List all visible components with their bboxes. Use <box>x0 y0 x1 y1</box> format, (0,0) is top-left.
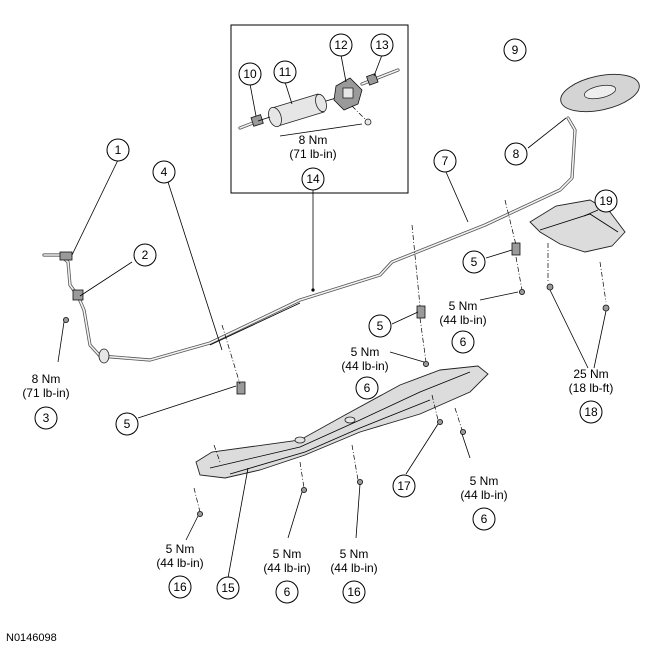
return-line <box>209 302 301 346</box>
svg-text:4: 4 <box>161 165 168 179</box>
svg-text:(44 lb-in): (44 lb-in) <box>156 556 203 570</box>
torque-label-14: 8 Nm (71 lb-in) <box>289 133 336 161</box>
svg-text:8 Nm: 8 Nm <box>32 372 61 386</box>
svg-text:15: 15 <box>221 581 235 595</box>
svg-text:8: 8 <box>513 147 520 161</box>
torque-label-18: 25 Nm (18 lb-ft) <box>569 367 614 395</box>
clip-right <box>511 242 521 256</box>
svg-text:(44 lb-in): (44 lb-in) <box>439 313 486 327</box>
svg-text:16: 16 <box>347 585 361 599</box>
torque-label-6b: 5 Nm (44 lb-in) <box>439 299 486 327</box>
callout-3: 3 <box>34 406 58 430</box>
svg-text:18: 18 <box>584 405 598 419</box>
svg-text:(44 lb-in): (44 lb-in) <box>263 561 310 575</box>
callout-5a: 5 <box>115 412 139 436</box>
svg-text:5 Nm: 5 Nm <box>351 345 380 359</box>
svg-text:5 Nm: 5 Nm <box>340 547 369 561</box>
svg-text:(44 lb-in): (44 lb-in) <box>341 359 388 373</box>
svg-text:9: 9 <box>512 43 519 57</box>
svg-text:1: 1 <box>115 143 122 157</box>
svg-text:(18 lb-ft): (18 lb-ft) <box>569 381 614 395</box>
fuel-filter <box>257 93 337 128</box>
svg-text:6: 6 <box>284 585 291 599</box>
fuel-sender-cover <box>560 73 640 113</box>
svg-text:11: 11 <box>279 65 292 79</box>
callout-16a: 16 <box>168 575 192 599</box>
callout-7: 7 <box>433 149 457 173</box>
callout-11: 11 <box>273 60 297 84</box>
svg-text:17: 17 <box>397 479 411 493</box>
callout-14: 14 <box>301 167 325 191</box>
torque-label-6c: 5 Nm (44 lb-in) <box>460 474 507 502</box>
clip-center <box>416 305 426 319</box>
callout-10: 10 <box>238 62 262 86</box>
callout-17: 17 <box>392 474 416 498</box>
svg-text:5: 5 <box>471 255 478 269</box>
callout-9: 9 <box>503 38 527 62</box>
svg-text:14: 14 <box>306 172 320 186</box>
svg-text:6: 6 <box>364 381 371 395</box>
svg-text:6: 6 <box>481 512 488 526</box>
svg-text:5 Nm: 5 Nm <box>470 474 499 488</box>
rear-heat-shield <box>529 199 626 369</box>
callout-6c: 6 <box>472 507 496 531</box>
callout-15: 15 <box>216 576 240 600</box>
underbody-heat-shield <box>195 365 489 479</box>
svg-text:12: 12 <box>334 38 348 52</box>
torque-label-6a: 5 Nm (44 lb-in) <box>341 345 388 373</box>
svg-text:5 Nm: 5 Nm <box>449 299 478 313</box>
callout-18: 18 <box>579 400 603 424</box>
clip-left <box>236 381 246 395</box>
callout-6d: 6 <box>275 580 299 604</box>
callout-6a: 6 <box>355 376 379 400</box>
svg-text:5: 5 <box>124 417 131 431</box>
torque-label-16b: 5 Nm (44 lb-in) <box>330 547 377 575</box>
callout-16b: 16 <box>342 580 366 604</box>
svg-text:25 Nm: 25 Nm <box>573 367 608 381</box>
svg-text:(44 lb-in): (44 lb-in) <box>460 488 507 502</box>
svg-text:(44 lb-in): (44 lb-in) <box>330 561 377 575</box>
callout-4: 4 <box>152 160 176 184</box>
callout-6b: 6 <box>451 330 475 354</box>
svg-text:19: 19 <box>599 194 613 208</box>
svg-text:10: 10 <box>243 67 257 81</box>
callout-5c: 5 <box>462 250 486 274</box>
callout-2: 2 <box>133 243 157 267</box>
callout-8: 8 <box>504 142 528 166</box>
svg-text:5: 5 <box>377 319 384 333</box>
callout-5b: 5 <box>368 314 392 338</box>
svg-text:16: 16 <box>173 580 187 594</box>
callout-1: 1 <box>106 138 130 162</box>
filter-bracket <box>333 77 363 111</box>
svg-text:7: 7 <box>442 154 449 168</box>
main-fuel-line <box>42 116 577 364</box>
callout-12: 12 <box>329 33 353 57</box>
svg-text:5 Nm: 5 Nm <box>166 542 195 556</box>
svg-text:13: 13 <box>375 38 389 52</box>
svg-text:2: 2 <box>142 248 149 262</box>
svg-text:(71 lb-in): (71 lb-in) <box>289 147 336 161</box>
svg-text:5 Nm: 5 Nm <box>273 547 302 561</box>
callout-13: 13 <box>370 33 394 57</box>
svg-text:6: 6 <box>460 335 467 349</box>
figure-id: N0146098 <box>6 632 57 644</box>
callout-19: 19 <box>594 189 618 213</box>
svg-text:(71 lb-in): (71 lb-in) <box>22 386 69 400</box>
svg-text:3: 3 <box>43 411 50 425</box>
torque-label-16a: 5 Nm (44 lb-in) <box>156 542 203 570</box>
torque-label-3: 8 Nm (71 lb-in) <box>22 372 69 400</box>
svg-text:8 Nm: 8 Nm <box>299 133 328 147</box>
torque-label-6d: 5 Nm (44 lb-in) <box>263 547 310 575</box>
